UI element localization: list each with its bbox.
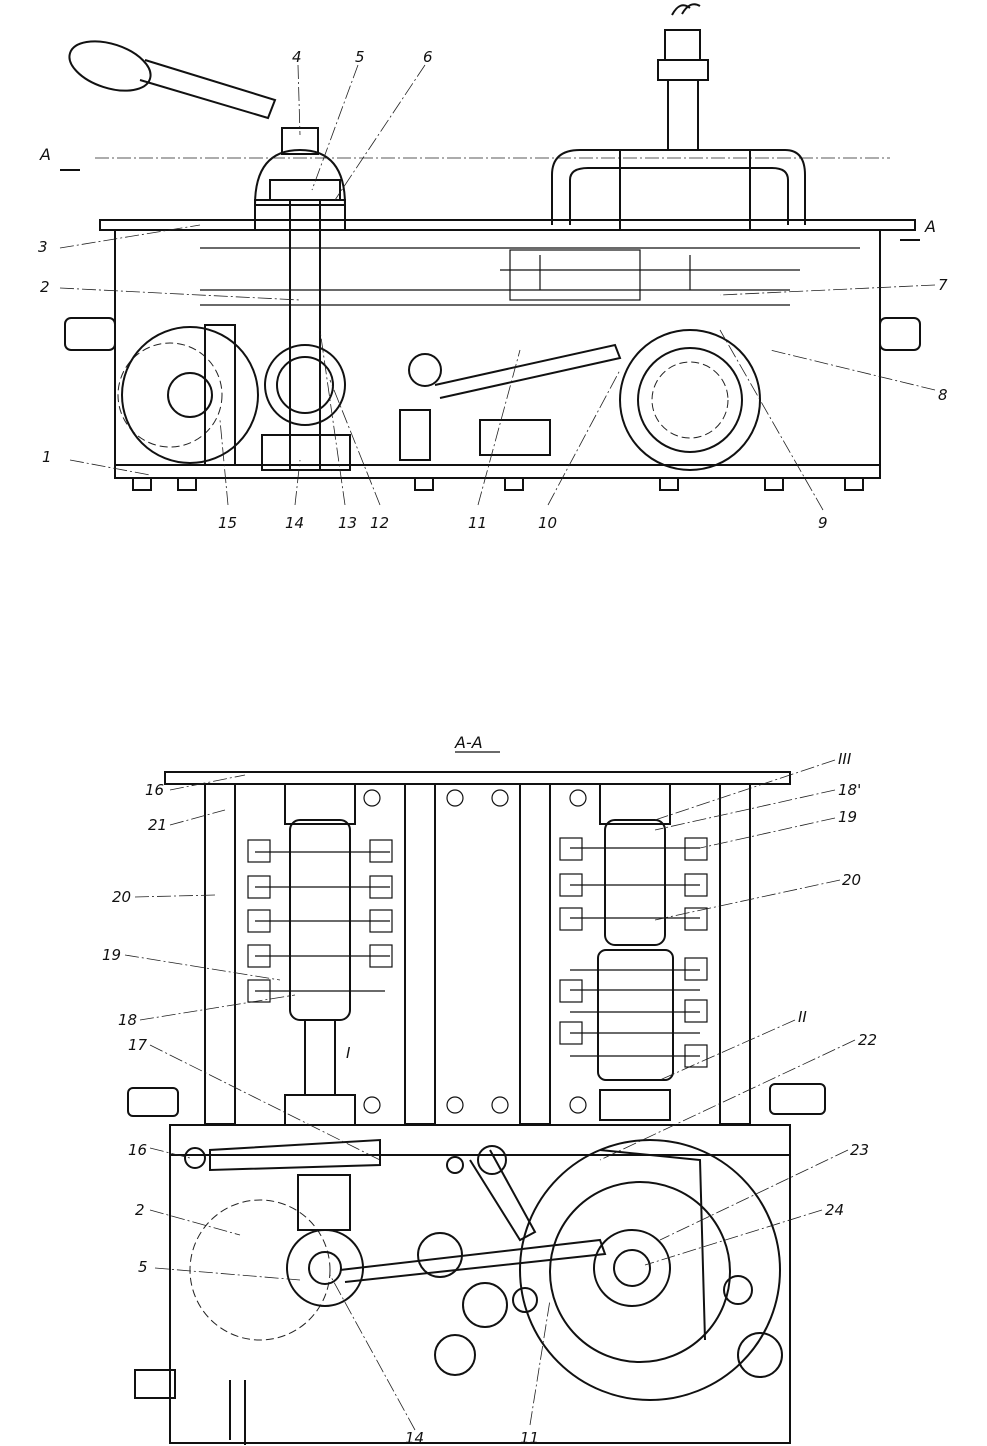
- label-7: 7: [938, 276, 948, 294]
- handle-lever: [68, 40, 277, 120]
- cam-9: [619, 329, 761, 471]
- lever-17: [209, 1138, 381, 1172]
- label-23: 23: [850, 1141, 869, 1159]
- label-14: 14: [405, 1429, 424, 1446]
- label-8: 8: [938, 386, 948, 404]
- label-1: 1: [42, 448, 52, 466]
- shaft-24: [593, 1229, 671, 1307]
- label-16-top: 16: [145, 781, 164, 799]
- right-tower: [551, 3, 806, 231]
- label-18-prime: 18': [838, 781, 861, 799]
- label-6: 6: [423, 48, 433, 66]
- label-20-left: 20: [112, 888, 131, 906]
- section-mark-a-left: A: [39, 145, 51, 164]
- mechanism-box: [169, 1124, 791, 1444]
- main-frame: [114, 229, 881, 479]
- section-view: A-A: [102, 733, 877, 1446]
- label-5: 5: [355, 48, 365, 66]
- gear-15: [117, 342, 223, 448]
- label-11: 11: [520, 1429, 539, 1446]
- label-2: 2: [40, 278, 50, 296]
- knob-dome: [253, 148, 347, 206]
- right-stub: [879, 317, 921, 351]
- label-15: 15: [218, 514, 237, 532]
- label-9: 9: [818, 514, 828, 532]
- label-5: 5: [138, 1258, 148, 1276]
- label-14: 14: [285, 514, 304, 532]
- label-2: 2: [135, 1201, 145, 1219]
- label-17: 17: [128, 1036, 148, 1054]
- label-24: 24: [825, 1201, 844, 1219]
- top-view: A A: [38, 3, 948, 532]
- label-12: 12: [370, 514, 389, 532]
- label-10: 10: [538, 514, 557, 532]
- top-plate: [164, 771, 791, 785]
- label-III: III: [838, 750, 852, 768]
- label-13: 13: [338, 514, 357, 532]
- section-title: A-A: [454, 733, 483, 752]
- gear-2: [189, 1199, 331, 1341]
- label-II: II: [798, 1008, 807, 1026]
- knob-nut: [281, 127, 319, 155]
- label-3: 3: [38, 238, 48, 256]
- label-18-left: 18: [118, 1011, 137, 1029]
- gear-12: [264, 344, 346, 426]
- label-19-right: 19: [838, 808, 857, 826]
- section-mark-a-right: A: [924, 217, 936, 236]
- top-plate: [99, 219, 916, 231]
- cam-disc-23: [519, 1139, 781, 1401]
- label-I: I: [346, 1044, 351, 1062]
- label-21: 21: [148, 816, 167, 834]
- label-22: 22: [858, 1031, 877, 1049]
- label-4: 4: [292, 48, 302, 66]
- left-switch-module: [204, 783, 436, 1126]
- label-16-bottom: 16: [128, 1141, 147, 1159]
- label-11: 11: [468, 514, 487, 532]
- right-switch-module: [519, 783, 751, 1125]
- left-stub: [64, 317, 116, 351]
- label-19-left: 19: [102, 946, 121, 964]
- label-20-right: 20: [842, 871, 861, 889]
